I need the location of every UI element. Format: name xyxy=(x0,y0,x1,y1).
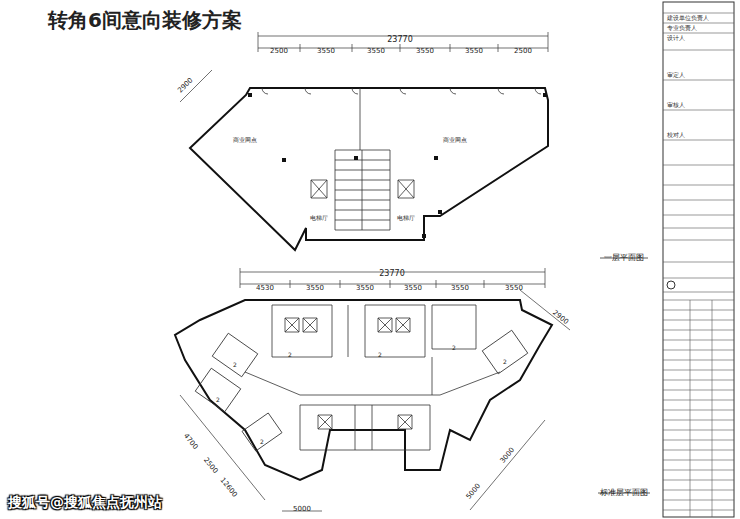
room-name: 电梯厅 xyxy=(397,215,415,222)
dimension: 4530 xyxy=(256,285,274,293)
room-number: 2 xyxy=(216,397,220,404)
dimension-lines xyxy=(180,268,570,511)
room-number: 2 xyxy=(288,352,292,359)
dimension: 2500 xyxy=(270,48,288,56)
title-block-field: 校对人 xyxy=(667,132,685,139)
first-floor-interior xyxy=(262,88,541,230)
dimension-total: 23770 xyxy=(379,270,404,279)
title-block-field: 审定人 xyxy=(667,72,685,79)
dimension: 5000 xyxy=(293,506,311,514)
dimension: 3550 xyxy=(451,285,469,293)
room-box xyxy=(242,413,282,451)
room-number: 2 xyxy=(260,439,264,446)
dimension-lines xyxy=(180,32,548,102)
dimension: 5000 xyxy=(465,483,482,502)
plan-title: 标准层平面图 xyxy=(600,489,648,498)
title-block-field: 审核人 xyxy=(667,102,685,109)
room-box xyxy=(212,333,258,377)
dimension: 4700 xyxy=(181,433,198,452)
title-block-field: 专业负责人 xyxy=(667,25,697,32)
dimension: 2900 xyxy=(551,309,570,326)
room-number: 2 xyxy=(503,359,507,366)
dimension: 2900 xyxy=(177,77,195,95)
watermark: 搜狐号@搜狐焦点抚州站 xyxy=(8,495,162,510)
plan-title: 一层平面图 xyxy=(604,254,644,263)
room-name: 商业网点 xyxy=(443,137,467,144)
dimension: 3550 xyxy=(505,285,523,293)
title-block-field: 建设单位负责人 xyxy=(667,15,709,22)
dimension: 3550 xyxy=(306,285,324,293)
standard-floor-interior xyxy=(245,305,500,450)
room-name: 商业网点 xyxy=(233,137,257,144)
room-number: 2 xyxy=(452,345,456,352)
dimension: 3550 xyxy=(416,48,434,56)
room-box xyxy=(482,330,528,374)
dimension: 2500 xyxy=(514,48,532,56)
first-floor-outline xyxy=(190,88,548,250)
title-block-field: 设计人 xyxy=(667,35,685,42)
room-boxes xyxy=(195,330,528,451)
standard-floor-outline xyxy=(175,300,552,480)
room-number: 2 xyxy=(233,362,237,369)
dimension: 2500 xyxy=(201,457,218,476)
dimension: 3550 xyxy=(317,48,335,56)
sheet-title: 转角6间意向装修方案 xyxy=(48,9,242,31)
room-number: 2 xyxy=(378,352,382,359)
column-marks xyxy=(248,93,547,238)
dimension: 3550 xyxy=(404,285,422,293)
title-block-logo xyxy=(667,281,675,289)
room-name: 电梯厅 xyxy=(310,215,328,222)
dimension: 3000 xyxy=(499,447,516,466)
title-block-rows xyxy=(663,13,734,517)
dimension: 3550 xyxy=(465,48,483,56)
dimension-total: 23770 xyxy=(387,36,412,45)
dimension: 3550 xyxy=(356,285,374,293)
title-underline xyxy=(598,258,650,493)
dimension: 3550 xyxy=(367,48,385,56)
dimension: 12600 xyxy=(218,477,238,499)
title-block xyxy=(663,2,734,517)
room-box xyxy=(195,368,241,412)
